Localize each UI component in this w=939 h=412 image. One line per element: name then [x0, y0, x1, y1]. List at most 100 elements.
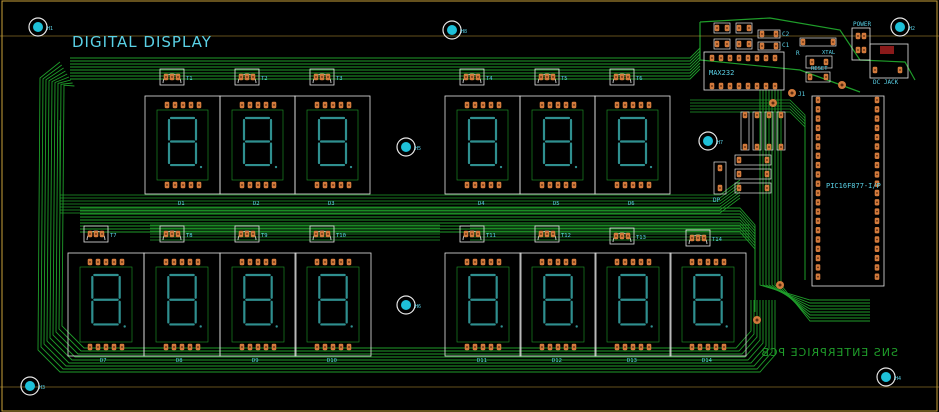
- pad-drill: [738, 85, 740, 87]
- pad-drill: [474, 261, 476, 263]
- pad-drill: [549, 184, 551, 186]
- trace: [46, 70, 767, 364]
- pad-drill: [766, 159, 768, 161]
- pad-drill: [549, 346, 551, 348]
- segment-dp: [349, 165, 353, 169]
- pad-drill: [165, 346, 167, 348]
- trace: [80, 231, 756, 312]
- dc-jack-pin: [880, 46, 894, 54]
- pad-drill: [181, 346, 183, 348]
- pad-drill: [719, 167, 721, 169]
- pad-drill: [899, 69, 901, 71]
- display-outline: [519, 95, 596, 195]
- pad-drill: [198, 104, 200, 106]
- pad-drill: [121, 346, 123, 348]
- mount-hole-ring: [396, 295, 416, 315]
- pad-drill: [615, 76, 617, 78]
- pad-drill: [876, 154, 878, 157]
- pad-drill: [498, 261, 500, 263]
- pad-drill: [265, 184, 267, 186]
- pad-drill: [632, 104, 634, 106]
- pad-drill: [324, 261, 326, 263]
- mount-hole-label: H1: [47, 26, 53, 32]
- transistor-outline: [159, 225, 185, 243]
- pad-drill: [190, 184, 192, 186]
- pad-drill: [540, 76, 542, 78]
- pad-drill: [465, 233, 467, 235]
- label-power: POWER: [853, 21, 871, 28]
- pad-drill: [113, 346, 115, 348]
- pad-drill: [876, 136, 878, 139]
- pad-drill: [863, 49, 865, 51]
- board-title: DIGITAL DISPLAY: [72, 33, 212, 51]
- pad-drill: [241, 104, 243, 106]
- pad-drill: [876, 99, 878, 101]
- display-outline: [669, 252, 747, 357]
- pad-drill: [477, 76, 479, 78]
- display-label: D11: [477, 358, 487, 364]
- pad-drill: [316, 104, 318, 106]
- mount-hole-label: H5: [415, 146, 421, 152]
- trace: [70, 62, 701, 74]
- pad-drill: [197, 346, 199, 348]
- pad-drill: [863, 35, 865, 37]
- pad-drill: [171, 76, 173, 78]
- trace: [759, 90, 870, 301]
- pad-drill: [340, 184, 342, 186]
- pad-drill: [876, 220, 878, 222]
- pad-drill: [474, 104, 476, 106]
- trace: [70, 56, 701, 68]
- pad-drill: [246, 76, 248, 78]
- pad-drill: [720, 57, 722, 59]
- transistor-label: T8: [186, 233, 193, 239]
- pad-drill: [265, 346, 267, 348]
- board-credit: SNS ENTERPRICE PCB: [760, 346, 898, 359]
- pad-drill: [348, 261, 350, 263]
- trace: [43, 67, 770, 367]
- pad-drill: [756, 114, 758, 116]
- pad-drill: [632, 261, 634, 263]
- pad-drill: [775, 45, 777, 47]
- trace: [690, 102, 806, 280]
- pad-drill: [876, 192, 878, 194]
- trace: [70, 50, 701, 62]
- display-outline: [294, 95, 371, 195]
- segment-dp: [574, 165, 578, 169]
- pad-drill: [748, 43, 750, 45]
- pad-drill: [648, 261, 650, 263]
- pad-drill: [876, 210, 878, 213]
- trace: [80, 213, 756, 303]
- pad-drill: [174, 184, 176, 186]
- display-outline: [219, 95, 296, 195]
- pad-drill: [775, 33, 777, 35]
- pad-drill: [190, 104, 192, 106]
- pad-drill: [720, 85, 722, 87]
- pad-drill: [546, 233, 548, 235]
- pad-drill: [181, 261, 183, 263]
- display-outline: [519, 252, 597, 357]
- pad-drill: [249, 346, 251, 348]
- pad-drill: [817, 108, 819, 111]
- pad-drill: [240, 76, 242, 78]
- pad-drill: [857, 35, 859, 37]
- pad-drill: [316, 261, 318, 263]
- capacitor-outline: [735, 22, 753, 34]
- pad-drill: [265, 261, 267, 263]
- pad-drill: [557, 184, 559, 186]
- pad-drill: [691, 237, 693, 239]
- transistor-label: T11: [486, 233, 496, 239]
- trace: [58, 82, 755, 352]
- pad-drill: [541, 184, 543, 186]
- mount-hole-ring: [396, 137, 416, 157]
- mount-hole: [401, 300, 411, 310]
- pad-drill: [466, 184, 468, 186]
- pad-drill: [498, 346, 500, 348]
- pad-drill: [324, 104, 326, 106]
- transistor-outline: [534, 225, 560, 243]
- pad-drill: [817, 117, 819, 120]
- pad-drill: [817, 154, 819, 157]
- pad-drill: [177, 76, 179, 78]
- display-label: D7: [100, 358, 107, 364]
- pad-drill: [257, 261, 259, 263]
